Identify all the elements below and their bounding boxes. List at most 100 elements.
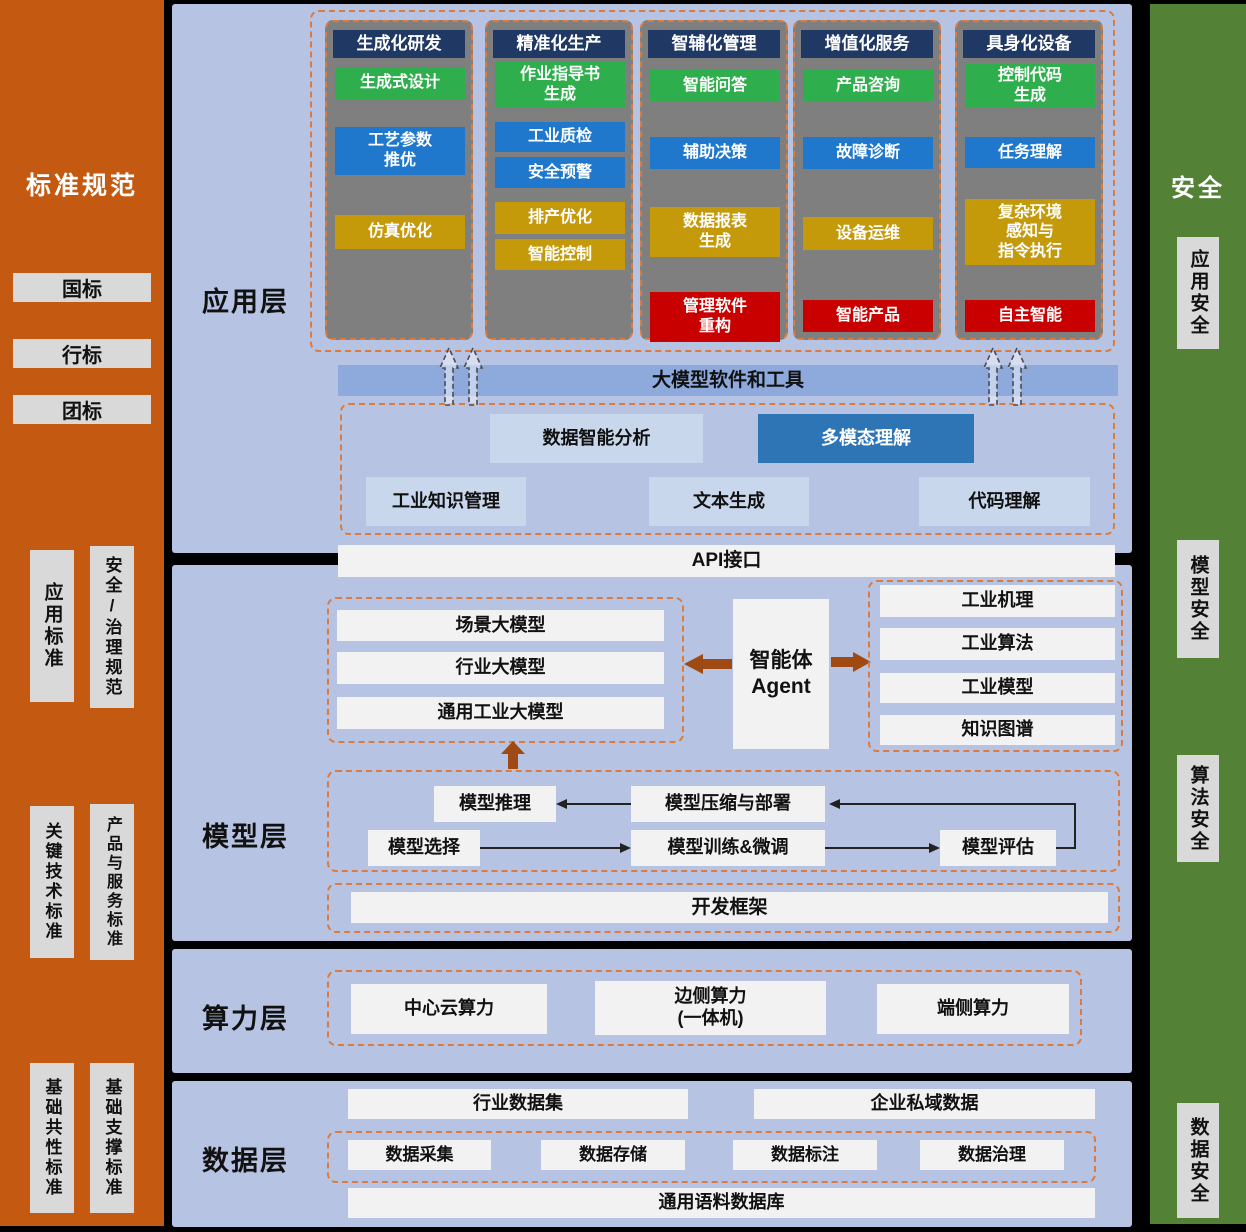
- app-item: 辅助决策: [650, 137, 780, 169]
- app-item: 智能问答: [650, 70, 780, 102]
- scene-model-box: 场景大模型: [337, 610, 664, 641]
- national-standard-chip: 国标: [13, 273, 151, 302]
- capability-multimodal: 多模态理解: [758, 414, 974, 463]
- column-generative-rd: 生成化研发 生成式设计 工艺参数 推优 仿真优化: [325, 20, 473, 340]
- model-layer-section: 模型层 场景大模型 行业大模型 通用工业大模型 智能体 Agent 工业机理 工…: [172, 565, 1132, 941]
- model-selection-box: 模型选择: [368, 830, 480, 866]
- model-security-label: 模型安全: [1177, 540, 1219, 658]
- data-layer-section: 数据层 行业数据集 企业私域数据 数据采集 数据存储 数据标注 数据治理 通用语…: [172, 1081, 1132, 1227]
- column-header: 增值化服务: [801, 30, 933, 58]
- application-columns-frame: [310, 10, 1115, 352]
- capability-knowledge-mgmt: 工业知识管理: [366, 477, 526, 526]
- agent-left-arrow: [684, 654, 732, 674]
- app-item: 工业质检: [495, 122, 625, 152]
- industrial-model-box: 工业模型: [880, 673, 1115, 703]
- application-security-label: 应用安全: [1177, 237, 1219, 349]
- security-governance-label: 安全/治理规范: [90, 546, 134, 708]
- app-item: 自主智能: [965, 300, 1095, 332]
- standards-sidebar-title: 标准规范: [25, 172, 138, 200]
- application-layer-section: 应用层 生成化研发 生成式设计 工艺参数 推优 仿真优化 精准化生产 作业指导书…: [172, 4, 1132, 577]
- flow-arrows: [480, 799, 1076, 853]
- compute-frame: [327, 970, 1082, 1046]
- algorithm-security-label: 算法安全: [1177, 755, 1219, 862]
- app-item: 数据报表 生成: [650, 207, 780, 257]
- industry-model-box: 行业大模型: [337, 652, 664, 684]
- data-collection-box: 数据采集: [348, 1140, 491, 1170]
- model-evaluation-box: 模型评估: [940, 830, 1056, 866]
- app-item: 排产优化: [495, 202, 625, 234]
- app-item: 设备运维: [803, 217, 933, 250]
- app-item: 控制代码 生成: [965, 64, 1095, 108]
- app-item: 复杂环境 感知与 指令执行: [965, 199, 1095, 265]
- general-industrial-model-box: 通用工业大模型: [337, 697, 664, 729]
- app-item: 故障诊断: [803, 137, 933, 169]
- data-governance-box: 数据治理: [920, 1140, 1064, 1170]
- industry-standard-chip: 行标: [13, 339, 151, 368]
- model-inference-box: 模型推理: [434, 786, 556, 822]
- basic-common-standards-label: 基础共性标准: [30, 1063, 74, 1213]
- app-item: 管理软件 重构: [650, 292, 780, 342]
- agent-right-arrow: [831, 652, 871, 672]
- column-header: 生成化研发: [333, 30, 465, 58]
- app-item: 安全预警: [495, 157, 625, 188]
- application-standards-label: 应用标准: [30, 550, 74, 702]
- column-header: 精准化生产: [493, 30, 625, 58]
- security-sidebar-title: 安全: [1171, 175, 1225, 202]
- app-item: 产品咨询: [803, 70, 933, 102]
- basic-support-standards-label: 基础支撑标准: [90, 1063, 134, 1213]
- industry-dataset-box: 行业数据集: [348, 1089, 688, 1119]
- llm-tools-bar: 大模型软件和工具: [338, 365, 1118, 396]
- enterprise-data-box: 企业私域数据: [754, 1089, 1095, 1119]
- cloud-compute-box: 中心云算力: [351, 984, 547, 1034]
- column-embodied-devices: 具身化设备 控制代码 生成 任务理解 复杂环境 感知与 指令执行 自主智能: [955, 20, 1103, 340]
- application-layer-label: 应用层: [202, 287, 289, 317]
- security-sidebar: 安全 应用安全 模型安全 算法安全 数据安全: [1150, 4, 1246, 1224]
- models-frame: [327, 597, 684, 743]
- capability-data-analysis: 数据智能分析: [490, 414, 703, 463]
- corpus-database-box: 通用语料数据库: [348, 1188, 1095, 1218]
- app-item: 任务理解: [965, 137, 1095, 168]
- model-flow-frame: [327, 770, 1120, 872]
- column-value-added-services: 增值化服务 产品咨询 故障诊断 设备运维 智能产品: [793, 20, 941, 340]
- data-security-label: 数据安全: [1177, 1103, 1219, 1218]
- agent-box: 智能体 Agent: [733, 599, 829, 749]
- model-compress-deploy-box: 模型压缩与部署: [631, 786, 825, 822]
- api-interface-bar: API接口: [338, 545, 1115, 577]
- knowledge-graph-box: 知识图谱: [880, 715, 1115, 745]
- app-item: 仿真优化: [335, 215, 465, 249]
- model-capabilities-frame: [340, 403, 1115, 535]
- column-header: 智辅化管理: [648, 30, 780, 58]
- device-compute-box: 端侧算力: [877, 984, 1069, 1034]
- compute-layer-section: 算力层 中心云算力 边侧算力 (一体机) 端侧算力: [172, 949, 1132, 1073]
- product-service-standards-label: 产品与服务标准: [90, 804, 134, 960]
- app-item: 作业指导书 生成: [495, 62, 625, 108]
- app-item: 生成式设计: [335, 67, 465, 99]
- data-process-frame: [327, 1131, 1096, 1183]
- app-item: 智能产品: [803, 300, 933, 332]
- industrial-mechanism-box: 工业机理: [880, 585, 1115, 617]
- column-header: 具身化设备: [963, 30, 1095, 58]
- framework-frame: [327, 883, 1120, 933]
- data-annotation-box: 数据标注: [733, 1140, 877, 1170]
- industrial-algorithm-box: 工业算法: [880, 628, 1115, 660]
- dashed-up-arrow-left: [438, 346, 484, 406]
- capability-text-generation: 文本生成: [649, 477, 809, 526]
- key-tech-standards-label: 关键技术标准: [30, 806, 74, 958]
- standards-sidebar: 标准规范 国标 行标 团标 应用标准 安全/治理规范 关键技术标准 产品与服务标…: [0, 0, 164, 1226]
- model-train-finetune-box: 模型训练&微调: [631, 830, 825, 866]
- knowledge-frame: [868, 580, 1123, 752]
- dev-framework-box: 开发框架: [351, 892, 1108, 923]
- column-smart-management: 智辅化管理 智能问答 辅助决策 数据报表 生成 管理软件 重构: [640, 20, 788, 342]
- model-layer-label: 模型层: [202, 822, 289, 852]
- edge-compute-box: 边侧算力 (一体机): [595, 981, 826, 1035]
- data-storage-box: 数据存储: [541, 1140, 685, 1170]
- dashed-up-arrow-right: [982, 346, 1028, 406]
- group-standard-chip: 团标: [13, 395, 151, 424]
- capability-code-understanding: 代码理解: [919, 477, 1090, 526]
- data-layer-label: 数据层: [202, 1146, 289, 1176]
- app-item: 智能控制: [495, 239, 625, 270]
- compute-layer-label: 算力层: [202, 1004, 289, 1034]
- flow-to-models-up-arrow: [501, 741, 525, 769]
- column-precision-production: 精准化生产 作业指导书 生成 工业质检 安全预警 排产优化 智能控制: [485, 20, 633, 340]
